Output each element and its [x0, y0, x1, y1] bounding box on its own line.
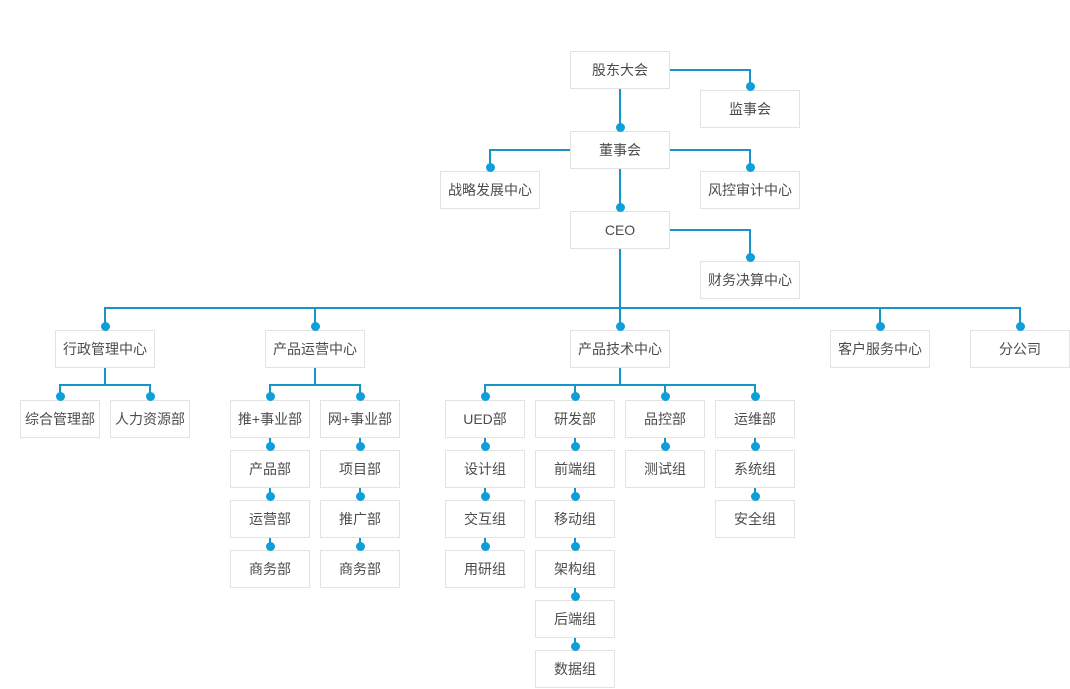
connector-dot: [355, 441, 365, 451]
org-node-xitong: 系统组: [715, 450, 795, 488]
connector-line: [669, 149, 751, 151]
connector-line: [619, 368, 621, 385]
org-node-shuju: 数据组: [535, 650, 615, 688]
org-node-ceo: CEO: [570, 211, 670, 249]
org-node-renli: 人力资源部: [110, 400, 190, 438]
connector-dot: [480, 491, 490, 501]
connector-dot: [265, 391, 275, 401]
org-node-shangwu2: 商务部: [320, 550, 400, 588]
connector-dot: [660, 441, 670, 451]
connector-dot: [745, 162, 755, 172]
connector-line: [879, 308, 881, 330]
connector-line: [104, 368, 106, 385]
connector-line: [104, 308, 106, 330]
org-node-houduan: 后端组: [535, 600, 615, 638]
connector-dot: [615, 321, 625, 331]
org-node-chanpin: 产品部: [230, 450, 310, 488]
org-node-dongshi: 董事会: [570, 131, 670, 169]
org-node-tui: 推+事业部: [230, 400, 310, 438]
org-node-wang: 网+事业部: [320, 400, 400, 438]
connector-dot: [355, 491, 365, 501]
connector-dot: [570, 441, 580, 451]
connector-dot: [570, 641, 580, 651]
org-node-yongyan: 用研组: [445, 550, 525, 588]
org-node-qianduan: 前端组: [535, 450, 615, 488]
org-node-sheji: 设计组: [445, 450, 525, 488]
connector-dot: [570, 541, 580, 551]
org-node-xingzheng: 行政管理中心: [55, 330, 155, 368]
connector-line: [314, 308, 316, 330]
org-node-pinkong: 品控部: [625, 400, 705, 438]
connector-dot: [265, 491, 275, 501]
connector-dot: [355, 391, 365, 401]
org-node-fengkong: 风控审计中心: [700, 171, 800, 209]
connector-line: [619, 308, 621, 330]
connector-dot: [615, 202, 625, 212]
connector-dot: [145, 391, 155, 401]
connector-dot: [485, 162, 495, 172]
connector-dot: [265, 441, 275, 451]
connector-line: [749, 70, 751, 90]
org-node-anquan: 安全组: [715, 500, 795, 538]
connector-dot: [570, 591, 580, 601]
connector-dot: [615, 122, 625, 132]
connector-line: [104, 307, 1021, 309]
org-node-yunwei: 运维部: [715, 400, 795, 438]
connector-line: [669, 69, 751, 71]
connector-line: [1019, 308, 1021, 330]
org-node-caiwu: 财务决算中心: [700, 261, 800, 299]
org-node-xiangmu: 项目部: [320, 450, 400, 488]
connector-dot: [745, 81, 755, 91]
connector-dot: [570, 391, 580, 401]
connector-dot: [745, 252, 755, 262]
org-node-zonghe: 综合管理部: [20, 400, 100, 438]
org-node-yingyunb: 运营部: [230, 500, 310, 538]
connector-dot: [310, 321, 320, 331]
connector-dot: [100, 321, 110, 331]
org-node-yunyingc: 产品运营中心: [265, 330, 365, 368]
connector-line: [749, 150, 751, 171]
connector-dot: [265, 541, 275, 551]
connector-line: [59, 384, 151, 386]
connector-line: [669, 229, 751, 231]
connector-dot: [480, 541, 490, 551]
connector-dot: [1015, 321, 1025, 331]
org-node-jiagou: 架构组: [535, 550, 615, 588]
connector-dot: [660, 391, 670, 401]
connector-line: [619, 249, 621, 308]
connector-line: [619, 169, 621, 211]
org-node-tuiguang: 推广部: [320, 500, 400, 538]
connector-line: [749, 230, 751, 261]
connector-dot: [570, 491, 580, 501]
connector-dot: [480, 391, 490, 401]
org-node-jiaohu: 交互组: [445, 500, 525, 538]
org-node-ceshi: 测试组: [625, 450, 705, 488]
connector-dot: [750, 391, 760, 401]
org-node-yanfa: 研发部: [535, 400, 615, 438]
org-node-shangwu1: 商务部: [230, 550, 310, 588]
connector-line: [489, 149, 571, 151]
connector-dot: [750, 441, 760, 451]
connector-line: [314, 368, 316, 385]
org-node-jianshi: 监事会: [700, 90, 800, 128]
org-node-zhanlue: 战略发展中心: [440, 171, 540, 209]
connector-dot: [55, 391, 65, 401]
connector-line: [489, 150, 491, 171]
connector-dot: [750, 491, 760, 501]
org-node-yidong: 移动组: [535, 500, 615, 538]
connector-line: [619, 89, 621, 131]
connector-dot: [875, 321, 885, 331]
org-node-gudong: 股东大会: [570, 51, 670, 89]
connector-line: [269, 384, 361, 386]
connector-line: [484, 384, 756, 386]
connector-dot: [480, 441, 490, 451]
org-node-fengongsi: 分公司: [970, 330, 1070, 368]
connector-dot: [355, 541, 365, 551]
org-node-ued: UED部: [445, 400, 525, 438]
org-node-jishuc: 产品技术中心: [570, 330, 670, 368]
org-node-kefu: 客户服务中心: [830, 330, 930, 368]
